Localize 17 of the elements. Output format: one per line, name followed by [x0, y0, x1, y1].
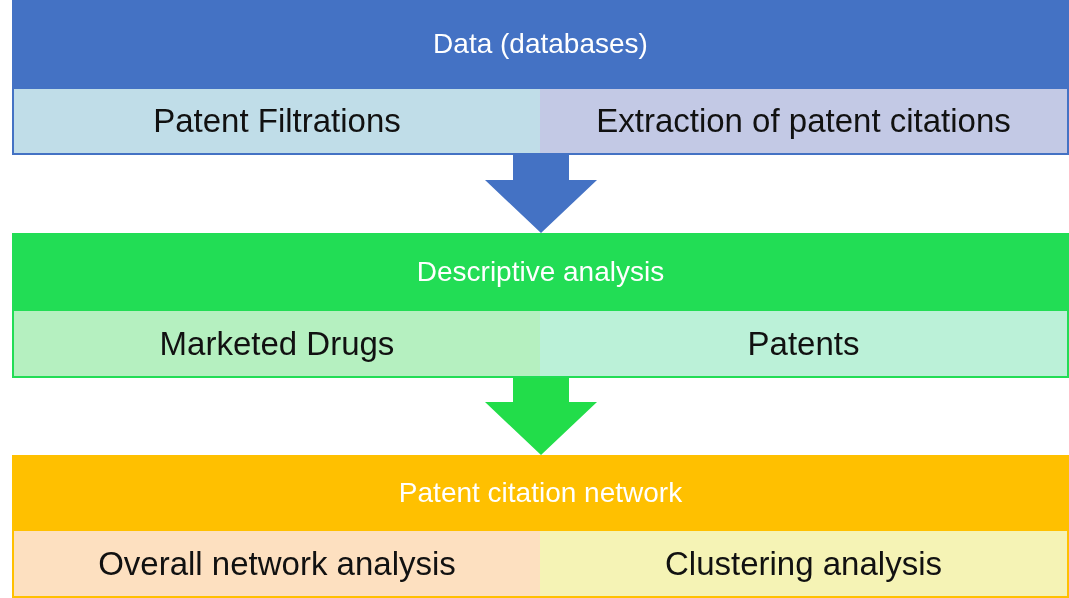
step-box	[540, 531, 1067, 596]
stage-band	[12, 233, 1069, 378]
step-text: Overall network analysis	[98, 544, 456, 583]
stage-band	[12, 0, 1069, 155]
step-box	[540, 311, 1067, 376]
step-box	[540, 89, 1067, 153]
block-arrow	[485, 155, 597, 233]
stage-band	[12, 455, 1069, 598]
step-text: Clustering analysis	[665, 544, 942, 583]
step-box	[14, 531, 540, 596]
block-arrow	[485, 378, 597, 455]
step-box	[14, 311, 540, 376]
step-text: Patents	[747, 324, 860, 363]
step-box	[14, 89, 540, 153]
step-text: Marketed Drugs	[159, 324, 395, 363]
step-text: Extraction of patent citations	[596, 102, 1011, 140]
step-text: Patent Filtrations	[153, 102, 401, 140]
